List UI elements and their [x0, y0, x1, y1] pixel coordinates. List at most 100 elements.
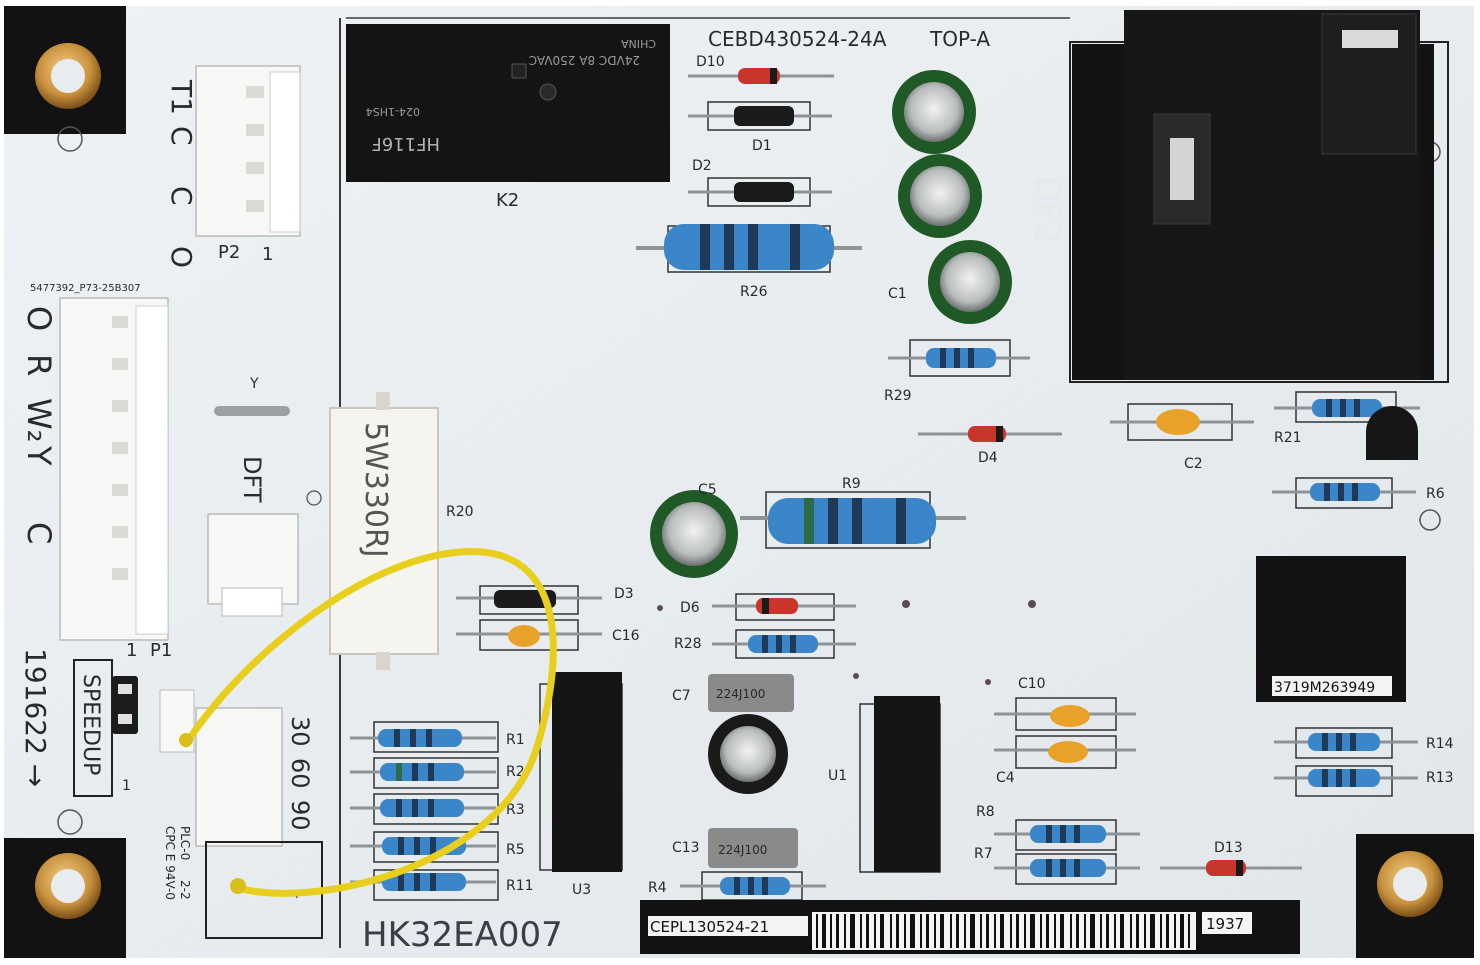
resistor-r13: R13 [1274, 765, 1454, 797]
p2-label: P2 [218, 242, 240, 263]
refdes-r11: R11 [506, 878, 534, 894]
capacitor-c10: C10 [994, 676, 1136, 731]
resistor-r14: R14 [1274, 727, 1454, 759]
p1-pin1-label: 1 [126, 640, 137, 661]
c13-marking: 224J100 [718, 843, 767, 857]
refdes-r13: R13 [1426, 770, 1454, 786]
resistor-r2: R2 [350, 757, 525, 789]
connector-p2: P2 1 [195, 65, 301, 265]
capacitor-electrolytic-2 [898, 154, 982, 238]
relay-k2: 24VDC 8A 250VAC 024-1HS4 HF116F CHINA [346, 24, 670, 182]
resistor-r20: 5W330RJ R20 [329, 392, 474, 670]
delay-pin-90: 90 [286, 800, 314, 831]
relay-df2: DF2 [1027, 10, 1449, 383]
diode-d6: D6 [680, 593, 856, 621]
p2-pin-t1: T1 [165, 79, 198, 115]
resistor-r6: R6 [1272, 477, 1445, 509]
p2-pin-o: O [165, 246, 198, 268]
resistor-r1: R1 [350, 721, 525, 753]
diode-d10: D10 [688, 54, 834, 84]
refdes-r4: R4 [648, 880, 667, 896]
refdes-c5: C5 [698, 482, 717, 498]
diode-d1: D1 [688, 101, 832, 154]
p1-pin-o: O [20, 306, 58, 331]
resistor-r8: R8 [976, 804, 1140, 851]
refdes-r28: R28 [674, 636, 702, 652]
refdes-r26: R26 [740, 284, 768, 300]
p1-pin-w2: W₂ [20, 398, 58, 442]
r20-marking: 5W330RJ [358, 422, 393, 558]
p2-pin-c1: C [165, 126, 198, 146]
p1-pin-r: R [20, 354, 58, 376]
c7-marking: 224J100 [716, 687, 765, 701]
date-code: 1937 [1206, 915, 1244, 933]
board-revision: TOP-A [929, 27, 990, 51]
capacitor-c7: 224J100 C7 [672, 674, 794, 712]
refdes-r1: R1 [506, 732, 525, 748]
refdes-u1: U1 [828, 768, 847, 784]
df2-label: DF2 [1027, 176, 1067, 243]
refdes-d3: D3 [614, 586, 634, 602]
capacitor-electrolytic-3 [708, 714, 788, 794]
barcode-label: CEPL130524-21 [640, 900, 1300, 954]
cert-line-1: CPC E 94V-0 [163, 826, 177, 900]
refdes-d13: D13 [1214, 840, 1243, 856]
yellow-jumper-wire [182, 548, 557, 897]
resistor-r9: R9 [740, 476, 966, 549]
p2-pin-c2: C [165, 186, 198, 206]
refdes-d1: D1 [752, 138, 772, 154]
refdes-k2: K2 [496, 190, 519, 211]
board-model-bottom: HK32EA007 [362, 915, 563, 955]
refdes-r3: R3 [506, 802, 525, 818]
controller-chip: 3719M263949 [1256, 556, 1406, 702]
refdes-c10: C10 [1018, 676, 1046, 692]
cert-line-3: 2-2 [178, 880, 192, 900]
resistor-r4: R4 [648, 871, 826, 901]
barcode-bars [816, 914, 1190, 948]
refdes-r8: R8 [976, 804, 995, 820]
refdes-r21: R21 [1274, 430, 1302, 446]
relay-k2-model: HF116F [371, 133, 440, 154]
capacitor-c4: C4 [994, 735, 1136, 786]
connector-dft: Y DFT [207, 376, 299, 617]
dft-label: DFT [238, 456, 266, 503]
refdes-d2: D2 [692, 158, 712, 174]
refdes-r7: R7 [974, 846, 993, 862]
mounting-hole-bottom-left [35, 853, 101, 919]
ic-u3: U3 [539, 672, 623, 898]
capacitor-c5: C5 [650, 482, 738, 578]
refdes-d10: D10 [696, 54, 725, 70]
dft-y-tag: Y [249, 376, 259, 392]
refdes-d6: D6 [680, 600, 700, 616]
capacitor-electrolytic-1 [892, 70, 976, 154]
relay-k2-origin: CHINA [621, 37, 656, 50]
capacitor-c1: C1 [888, 240, 1012, 324]
refdes-c4: C4 [996, 770, 1015, 786]
speedup-jumper: SPEEDUP 1 [73, 659, 138, 797]
capacitor-c2: C2 [1110, 403, 1254, 472]
small-code: 5477392_P73-25B307 [30, 283, 141, 294]
cert-line-2: PLC-0 [178, 826, 192, 860]
refdes-r29: R29 [884, 388, 912, 404]
mounting-hole-top-left [35, 43, 101, 109]
refdes-r6: R6 [1426, 486, 1445, 502]
cert-marking: CPC E 94V-0 PLC-0 2-2 [163, 826, 192, 900]
diode-d2: D2 [688, 158, 832, 207]
mounting-hole-bottom-right [1377, 851, 1443, 917]
chip-label: 3719M263949 [1274, 680, 1375, 696]
refdes-d4: D4 [978, 450, 998, 466]
refdes-c1: C1 [888, 286, 907, 302]
resistor-r7: R7 [974, 846, 1140, 885]
refdes-u3: U3 [572, 882, 591, 898]
refdes-r5: R5 [506, 842, 525, 858]
resistor-r28: R28 [674, 629, 856, 659]
ic-u1: U1 [828, 696, 941, 873]
resistor-r3: R3 [350, 793, 525, 825]
refdes-c16: C16 [612, 628, 640, 644]
barcode-text: CEPL130524-21 [650, 918, 769, 936]
refdes-c13: C13 [672, 840, 700, 856]
delay-pin-30: 30 [286, 716, 314, 747]
capacitor-c13: 224J100 C13 [672, 828, 798, 868]
part-id: 191622 → [19, 648, 52, 787]
refdes-r20: R20 [446, 504, 474, 520]
